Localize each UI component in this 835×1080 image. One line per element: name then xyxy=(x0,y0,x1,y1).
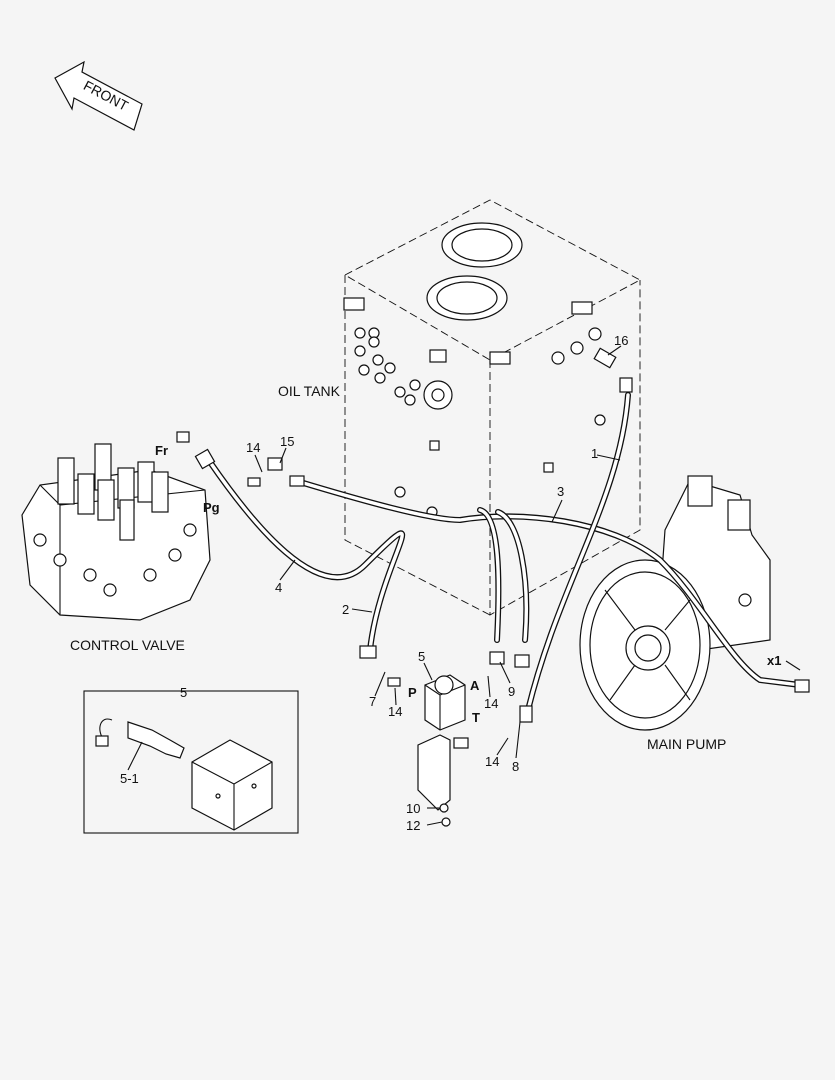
callout-9: 9 xyxy=(508,684,515,699)
callout-14-c: 14 xyxy=(484,696,498,711)
detail-box-sub-label: 5-1 xyxy=(120,771,139,786)
detail-box-title: 5 xyxy=(180,685,187,700)
main-pump-label: MAIN PUMP xyxy=(647,736,726,752)
callout-8: 8 xyxy=(512,759,519,774)
callout-5: 5 xyxy=(418,649,425,664)
callout-15: 15 xyxy=(280,434,294,449)
port-pg: Pg xyxy=(203,500,220,515)
callout-1: 1 xyxy=(591,446,598,461)
control-valve: CONTROL VALVE xyxy=(21,443,211,653)
callout-14-d: 14 xyxy=(485,754,499,769)
leader-lines xyxy=(254,345,801,826)
main-pump: MAIN PUMP xyxy=(579,475,771,752)
callout-14-b: 14 xyxy=(388,704,402,719)
callout-7: 7 xyxy=(369,694,376,709)
callout-3: 3 xyxy=(557,484,564,499)
callout-16: 16 xyxy=(614,333,628,348)
control-valve-label: CONTROL VALVE xyxy=(70,637,185,653)
port-x1: x1 xyxy=(767,653,781,668)
oil-tank-label: OIL TANK xyxy=(278,383,341,399)
port-p: P xyxy=(408,685,417,700)
port-fr: Fr xyxy=(155,443,168,458)
callout-2: 2 xyxy=(342,602,349,617)
front-arrow: FRONT xyxy=(54,60,143,131)
callout-10: 10 xyxy=(406,801,420,816)
callout-12: 12 xyxy=(406,818,420,833)
tank-port-cluster-left xyxy=(354,327,421,406)
callout-4: 4 xyxy=(275,580,282,595)
oil-tank: OIL TANK xyxy=(278,199,641,616)
hoses xyxy=(207,392,803,713)
port-labels: Fr Pg x1 P A T xyxy=(155,443,781,725)
detail-box-5: 5 5-1 xyxy=(83,685,299,834)
port-a: A xyxy=(470,678,480,693)
fittings xyxy=(176,347,810,723)
callout-14-a: 14 xyxy=(246,440,260,455)
port-t: T xyxy=(472,710,480,725)
callouts: 1 2 3 4 5 7 8 9 10 12 14 14 14 14 15 16 xyxy=(246,333,628,833)
solenoid-valve-assembly xyxy=(417,674,469,827)
